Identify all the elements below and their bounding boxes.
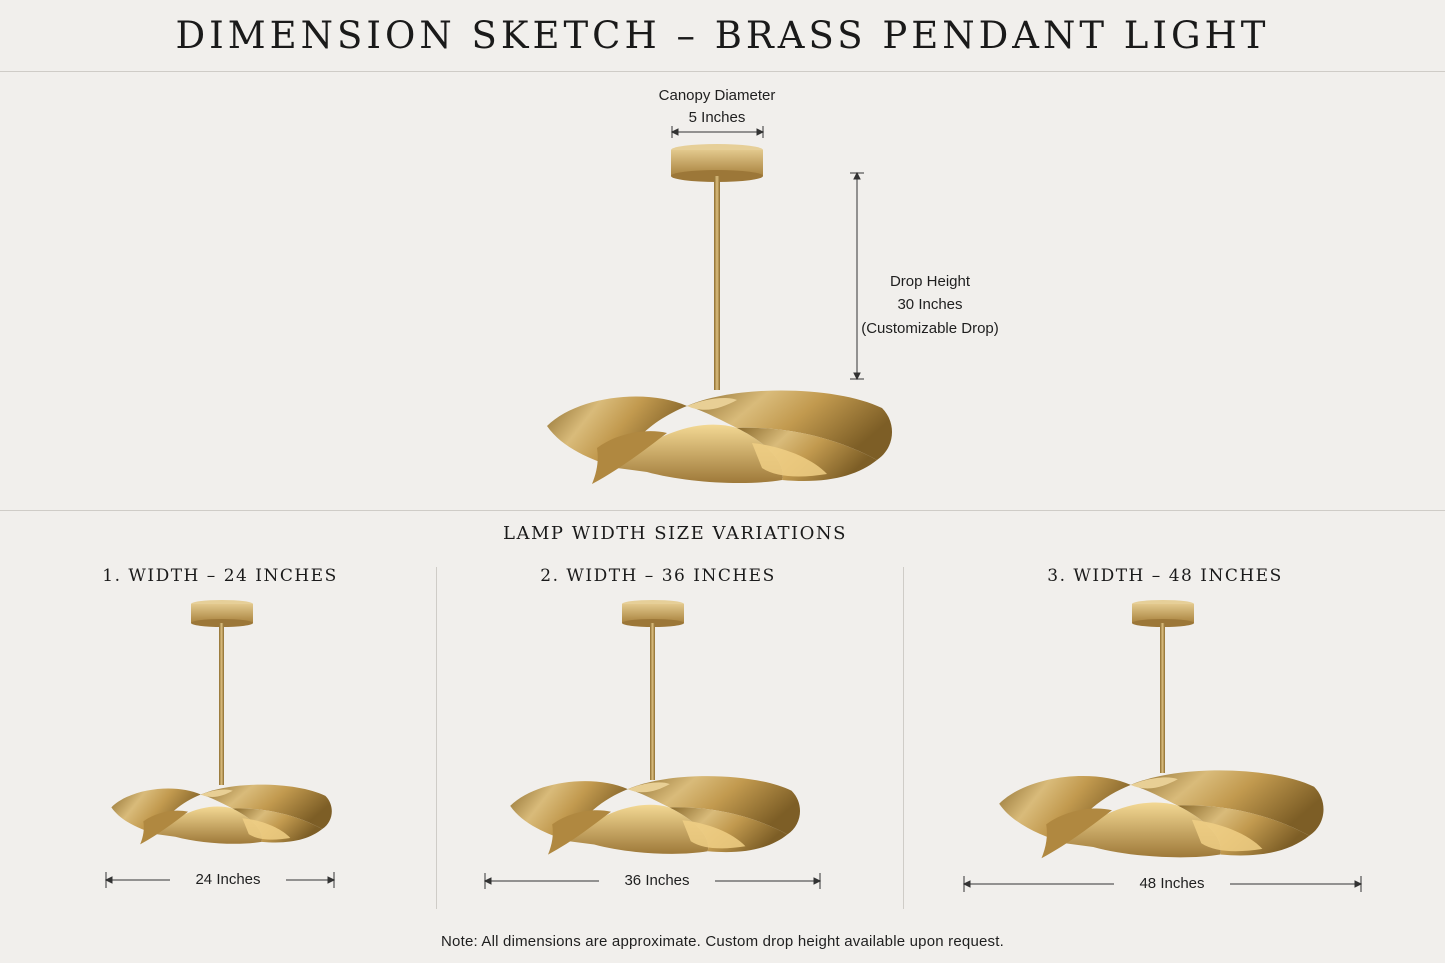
drop-note: (Customizable Drop)	[861, 320, 999, 337]
variation-2-dimension: 36 Inches	[599, 872, 715, 889]
variation-1-pendant	[111, 600, 332, 845]
main-pendant-drawing	[547, 126, 893, 484]
variations-heading: LAMP WIDTH SIZE VARIATIONS	[503, 523, 847, 544]
variation-divider-1	[436, 567, 437, 909]
main-rod	[714, 176, 720, 390]
canopy-dimension-line	[670, 126, 765, 138]
variation-3-title: 3. WIDTH – 48 INCHES	[1047, 566, 1283, 586]
variation-2-dimension-line	[483, 873, 822, 889]
drop-label: Drop Height	[889, 273, 971, 290]
footnote: Note: All dimensions are approximate. Cu…	[441, 933, 1004, 950]
header-divider	[0, 71, 1445, 72]
variation-divider-2	[903, 567, 904, 909]
variation-2-title: 2. WIDTH – 36 INCHES	[540, 566, 776, 586]
variation-3-dimension-line	[962, 876, 1363, 892]
drop-value: 30 Inches	[897, 296, 963, 313]
variation-2-pendant	[510, 600, 801, 855]
canopy-value: 5 Inches	[688, 109, 746, 126]
variation-1-title: 1. WIDTH – 24 INCHES	[102, 566, 338, 586]
variation-3-pendant	[999, 600, 1324, 859]
canopy-label: Canopy Diameter	[658, 87, 776, 104]
drop-dimension-line	[850, 171, 864, 381]
page-title: DIMENSION SKETCH – BRASS PENDANT LIGHT	[175, 14, 1270, 57]
variation-1-dimension: 24 Inches	[170, 871, 286, 888]
section-divider	[0, 510, 1445, 511]
variation-3-dimension: 48 Inches	[1114, 875, 1230, 892]
